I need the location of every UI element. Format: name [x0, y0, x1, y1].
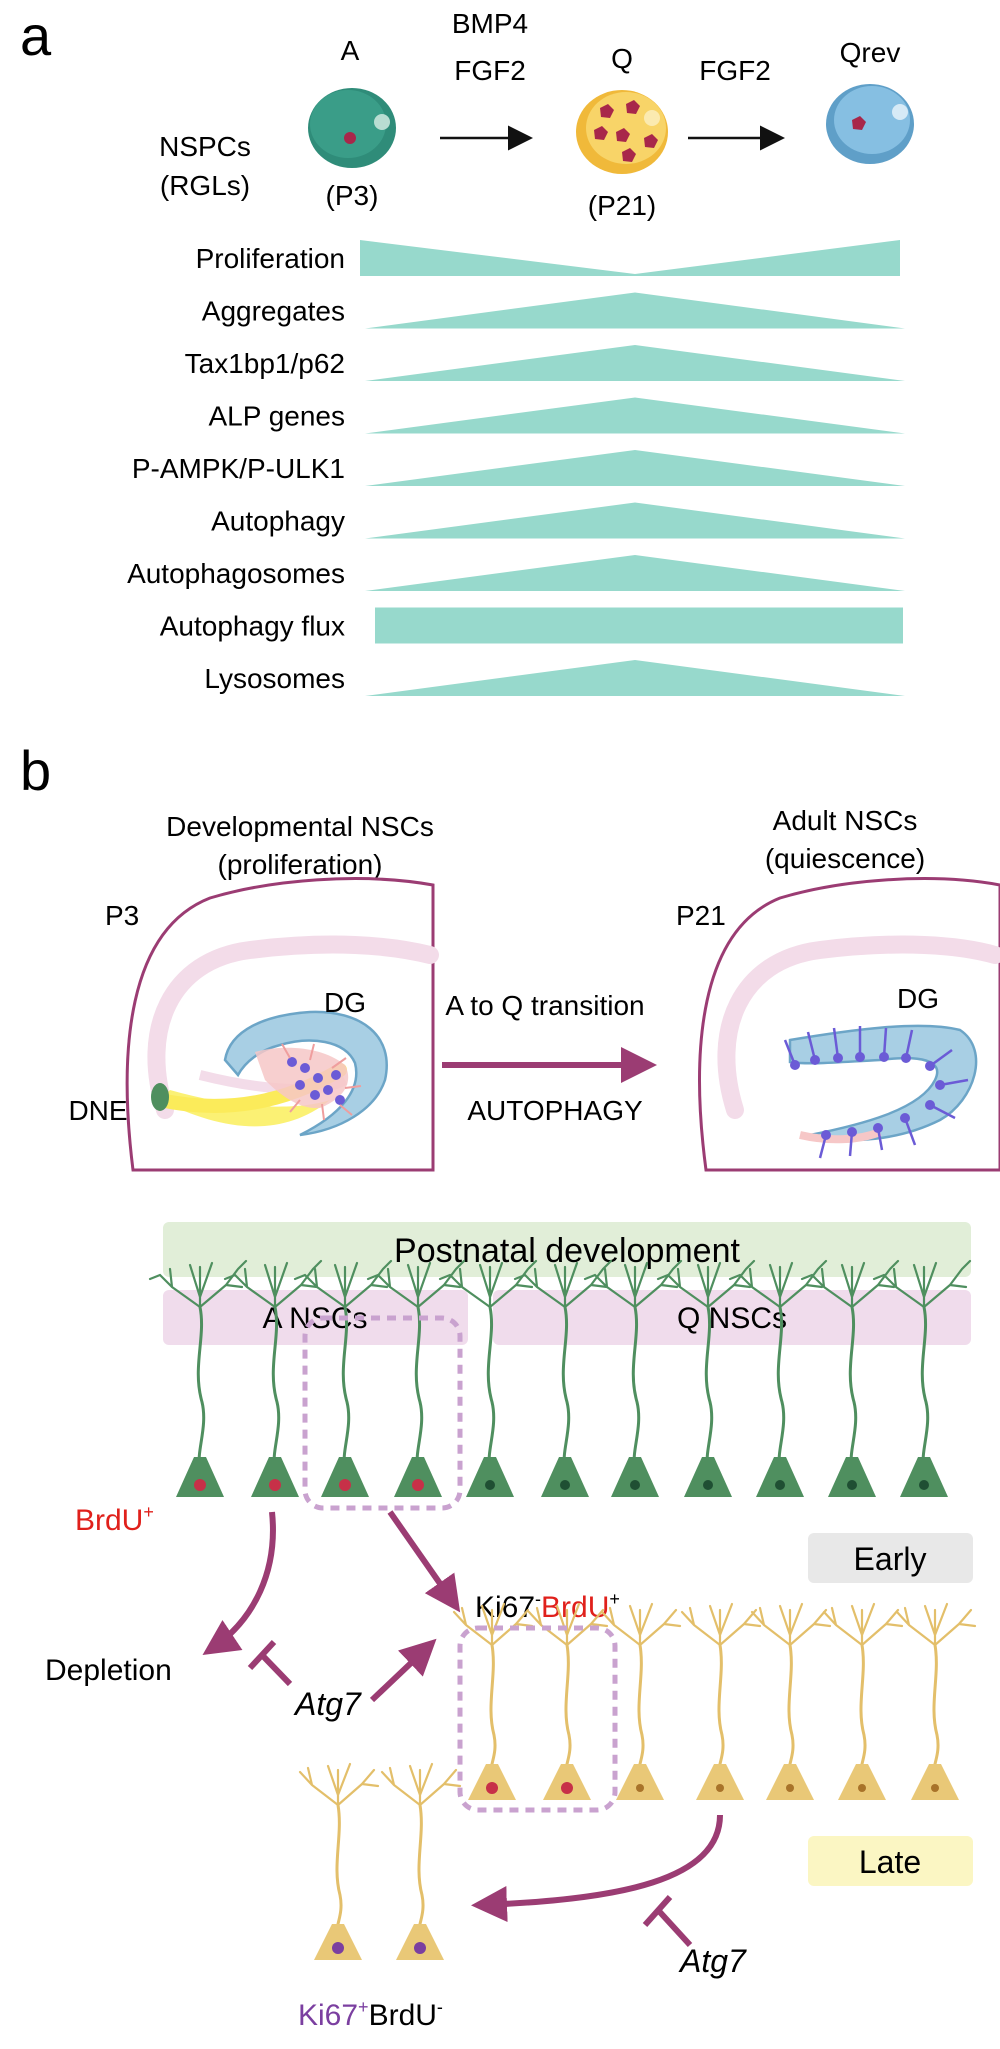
row-label: Aggregates [202, 296, 345, 327]
row-label: Autophagy flux [160, 611, 345, 642]
cell-q-age: (P21) [588, 190, 656, 221]
adult-title-line1: Adult NSCs [773, 805, 918, 836]
atg7-label-2: Atg7 [678, 1943, 747, 1979]
row-label: Autophagosomes [127, 558, 345, 589]
cell-a-icon [308, 88, 396, 168]
row-shape-peak [365, 292, 905, 329]
row-label: Tax1bp1/p62 [185, 348, 345, 379]
cell-q-icon [576, 90, 668, 174]
q-nscs-label: Q NSCs [677, 1302, 787, 1335]
late-cell-row [452, 1602, 977, 1802]
p3-hippocampus-diagram [125, 877, 439, 1172]
cell-q-label: Q [611, 43, 633, 74]
a-nscs-label: A NSCs [262, 1302, 367, 1335]
row-label: Autophagy [211, 506, 345, 537]
late-label: Late [859, 1844, 921, 1880]
transition-down-arrow [387, 1510, 461, 1613]
brdu-plus-label: BrdU+ [75, 1502, 154, 1537]
atg7-inhibit-depletion [247, 1639, 293, 1687]
arrow1-label-bmp4: BMP4 [452, 8, 528, 39]
p3-label: P3 [105, 900, 139, 931]
arrow2-label-fgf2: FGF2 [699, 55, 771, 86]
p21-hippocampus-diagram [698, 877, 1000, 1172]
early-cell-row [148, 1259, 972, 1499]
ki67-plus-brdu-minus-label: Ki67+BrdU- [298, 1997, 443, 2032]
depletion-label: Depletion [45, 1654, 172, 1687]
row-label: Proliferation [196, 243, 345, 274]
dne-label: DNE [68, 1095, 127, 1126]
postnatal-banner [163, 1222, 971, 1277]
early-label: Early [854, 1541, 927, 1577]
cell-qrev-label: Qrev [840, 37, 901, 68]
nspc-label-line2: (RGLs) [160, 170, 250, 201]
row-shape-peak [365, 502, 905, 539]
transition-label: A to Q transition [445, 990, 644, 1021]
postnatal-label: Postnatal development [394, 1232, 740, 1270]
adult-title-line2: (quiescence) [765, 843, 925, 874]
cell-a-age: (P3) [326, 180, 379, 211]
dev-title-line2: (proliferation) [218, 849, 383, 880]
row-label: P-AMPK/P-ULK1 [132, 453, 345, 484]
row-label: ALP genes [209, 401, 346, 432]
late-reactivation-arrow [471, 1814, 723, 1923]
nspc-label-line1: NSPCs [159, 131, 251, 162]
a-nscs-banner [163, 1290, 468, 1345]
dev-title-line1: Developmental NSCs [166, 811, 434, 842]
reactivated-cell-pair [298, 1762, 462, 1962]
row-shape-peak [365, 345, 905, 381]
row-shape-peak [365, 397, 905, 434]
depletion-arrow [202, 1511, 276, 1655]
dne-blob [151, 1083, 169, 1111]
dg-label-right: DG [897, 983, 939, 1014]
panel-a-letter: a [20, 4, 52, 67]
row-shape-peak [365, 555, 905, 591]
row-shape-valley [360, 240, 900, 276]
cell-qrev-icon [826, 84, 914, 164]
early-tag [808, 1533, 973, 1583]
atg7-promote-arrow [369, 1638, 437, 1703]
atg7-inhibit-reactivation [642, 1895, 693, 1948]
row-label: Lysosomes [204, 663, 345, 694]
dg-label-left: DG [324, 987, 366, 1018]
dashed-box-early [302, 1315, 463, 1511]
row-shape-peak [365, 660, 905, 696]
panel-b-letter: b [20, 739, 51, 802]
late-tag [808, 1836, 973, 1886]
autophagy-label: AUTOPHAGY [467, 1095, 643, 1126]
row-shape-flat [375, 607, 903, 644]
ki67-minus-brdu-plus-label: Ki67-BrdU+ [475, 1589, 620, 1624]
arrow1-label-fgf2: FGF2 [454, 55, 526, 86]
p21-label: P21 [676, 900, 726, 931]
cell-a-label: A [341, 35, 360, 66]
row-shape-peak [365, 450, 905, 486]
atg7-label-1: Atg7 [293, 1686, 362, 1722]
